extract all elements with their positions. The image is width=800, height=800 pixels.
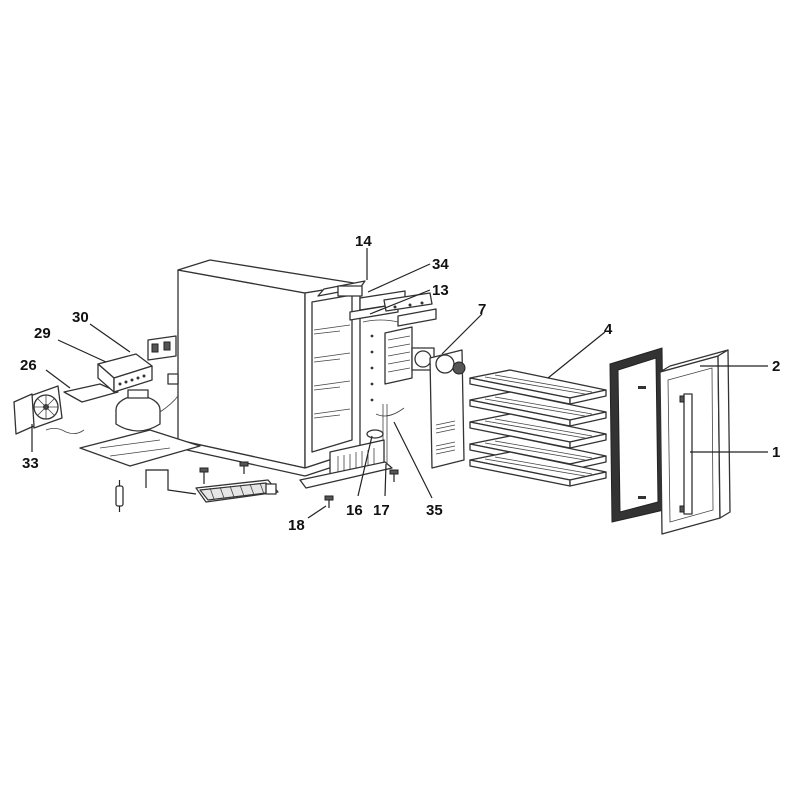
- callout-13: 13: [432, 282, 449, 299]
- callout-4: 4: [604, 321, 613, 338]
- filter-drier: [115, 480, 124, 512]
- callout-16: 16: [346, 502, 363, 519]
- callout-26: 26: [20, 357, 37, 374]
- cabinet-body: [177, 259, 361, 477]
- base-plate: [79, 429, 201, 467]
- door-gasket: [609, 347, 665, 523]
- bottom-grille: [299, 429, 393, 489]
- wire-shelves: [469, 369, 607, 487]
- control-box: [97, 335, 179, 393]
- drip-tray: [63, 383, 119, 403]
- callout-18: 18: [288, 517, 305, 534]
- callout-1: 1: [772, 444, 780, 461]
- condenser-coil: [145, 469, 279, 503]
- callout-35: 35: [426, 502, 443, 519]
- callout-2: 2: [772, 358, 780, 375]
- condenser-fan: [13, 385, 85, 435]
- callout-33: 33: [22, 455, 39, 472]
- screws: [199, 461, 399, 508]
- callout-30: 30: [72, 309, 89, 326]
- glass-door: [659, 349, 731, 535]
- callout-7: 7: [478, 301, 486, 318]
- callout-labels: 1 2 4 7 13 14 16 17 18 26 29 30 33 34 35: [20, 233, 780, 534]
- callout-34: 34: [432, 256, 449, 273]
- leader-lines: [31, 248, 768, 519]
- compressor: [115, 389, 179, 432]
- evaporator-assembly: [362, 319, 466, 470]
- callout-17: 17: [373, 502, 390, 519]
- callout-14: 14: [355, 233, 372, 250]
- callout-29: 29: [34, 325, 51, 342]
